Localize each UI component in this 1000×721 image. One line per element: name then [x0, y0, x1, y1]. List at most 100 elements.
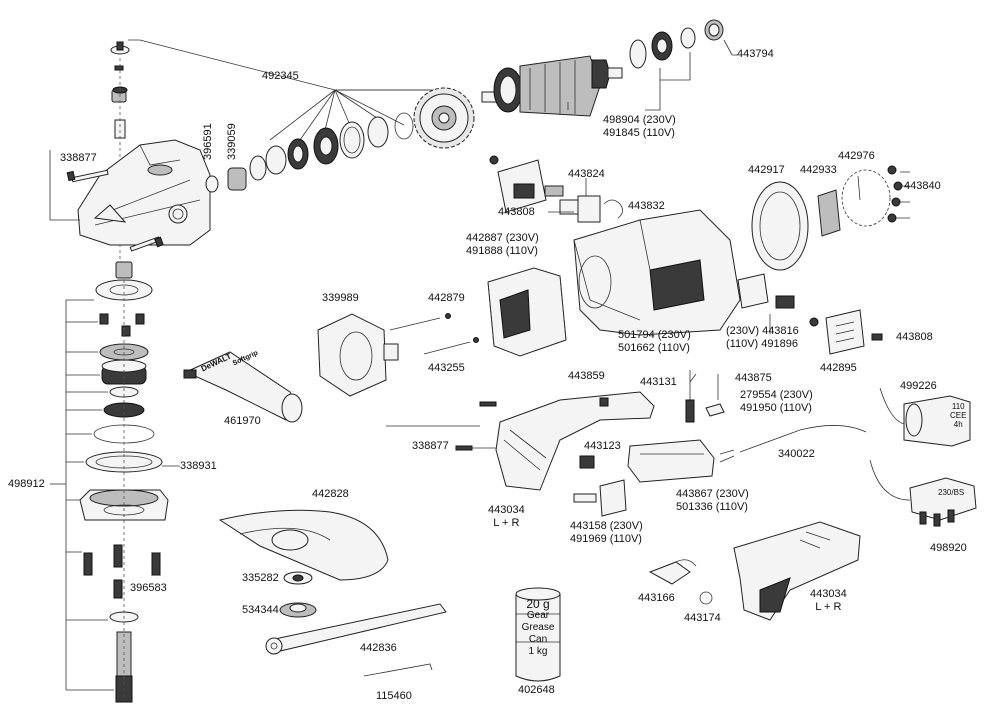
gear-housing: [77, 139, 211, 246]
brush-holder-443808: [489, 155, 623, 223]
grease-weight: 20 g: [526, 597, 550, 611]
label-491888-110v: 491888 (110V): [466, 245, 538, 257]
plug-110v-l2: CEE: [950, 411, 967, 420]
cable-340022: [719, 425, 867, 463]
cable-clamp-443166: [648, 559, 697, 585]
label-442836: 442836: [360, 642, 397, 654]
label-443875: 443875: [735, 372, 772, 384]
label-443034-mid: 443034 L + R: [488, 504, 525, 530]
label-338877-mid: 338877: [412, 440, 449, 452]
label-442828: 442828: [312, 488, 349, 500]
label-443824: 443824: [568, 168, 605, 180]
label-534344: 534344: [242, 604, 279, 616]
label-498920: 498920: [930, 542, 967, 554]
plug-110v-l3: 4h: [953, 420, 963, 429]
label-443034-mid-side: L + R: [493, 517, 520, 529]
bearing-row-top: [205, 112, 414, 193]
screw-338877-top: [66, 169, 109, 183]
label-498904: 498904 (230V) 491845 (110V): [603, 114, 676, 140]
brush-box-442895: [737, 273, 883, 355]
label-491950-110v: 491950 (110V): [740, 402, 812, 414]
label-443174: 443174: [684, 612, 721, 624]
label-443859: 443859: [568, 370, 605, 382]
label-402648: 402648: [518, 684, 555, 696]
label-498904-230v: 498904 (230V): [603, 114, 676, 126]
armature: [481, 19, 738, 117]
spanner-442836: [265, 603, 447, 655]
label-442887: 442887 (230V) 491888 (110V): [466, 232, 539, 258]
label-442933: 442933: [800, 164, 837, 176]
end-cover: [751, 165, 910, 271]
grease-can-402648: [515, 587, 561, 682]
ring-443174: [699, 591, 713, 605]
label-338877-top: 338877: [60, 152, 97, 164]
label-443794: 443794: [737, 48, 774, 60]
label-443158: 443158 (230V) 491969 (110V): [570, 520, 643, 546]
plug-uk: [869, 459, 977, 527]
long-screws: [389, 313, 479, 355]
label-443840: 443840: [904, 180, 941, 192]
flange-335282: [283, 571, 313, 585]
stator: [487, 267, 567, 357]
flange-534344: [279, 602, 317, 618]
label-443123: 443123: [584, 440, 621, 452]
baffle-339989: [317, 313, 399, 397]
grease-can-text: 20 g Gear Grease Can 1 kg: [516, 598, 560, 658]
screw-upper-right-left-column: [129, 236, 164, 252]
label-501794-230v: 501794 (230V): [618, 329, 691, 341]
handle-housing: [455, 391, 655, 491]
side-handle: [183, 351, 303, 423]
label-442879: 442879: [428, 292, 465, 304]
plug-110v: [879, 387, 971, 447]
label-501336-110v: 501336 (110V): [676, 501, 748, 513]
hex-key-115460: [363, 663, 433, 677]
label-491969-110v: 491969 (110V): [570, 533, 642, 545]
label-396583: 396583: [130, 582, 167, 594]
label-442887-230v: 442887 (230V): [466, 232, 539, 244]
label-340022: 340022: [778, 448, 815, 460]
label-501794: 501794 (230V) 501662 (110V): [618, 329, 691, 355]
label-461970: 461970: [224, 415, 261, 427]
leader-lines: [386, 175, 861, 427]
label-443867: 443867 (230V) 501336 (110V): [676, 488, 749, 514]
label-443808-top: 443808: [498, 206, 535, 218]
label-498912: 498912: [8, 478, 45, 490]
plug-110v-text: 110 CEE 4h: [950, 402, 966, 429]
grease-line3: Can: [528, 634, 548, 645]
label-443034-bottom: 443034 L + R: [810, 588, 847, 614]
label-442917: 442917: [748, 164, 785, 176]
label-443832: 443832: [628, 200, 665, 212]
label-443255: 443255: [428, 362, 465, 374]
bracket-498912: [50, 299, 180, 691]
label-443816-230v: (230V) 443816: [726, 325, 799, 337]
label-443867-230v: 443867 (230V): [676, 488, 749, 500]
label-501662-110v: 501662 (110V): [618, 342, 690, 354]
motor-housing: [573, 209, 741, 336]
label-442895: 442895: [820, 362, 857, 374]
label-396591: 396591: [202, 123, 214, 160]
label-279554: 279554 (230V) 491950 (110V): [740, 389, 813, 415]
label-442976: 442976: [838, 150, 875, 162]
label-499226: 499226: [900, 380, 937, 392]
label-443816: (230V) 443816 (110V) 491896: [726, 325, 799, 351]
bracket-492345: [49, 39, 436, 221]
grease-line2: Grease: [521, 622, 555, 633]
label-443158-230v: 443158 (230V): [570, 520, 643, 532]
rear-handle-443034: [733, 521, 861, 621]
label-339059: 339059: [226, 123, 238, 160]
plug-110v-l1: 110: [951, 402, 965, 411]
label-339989: 339989: [322, 292, 359, 304]
label-443034-bottom-number: 443034: [810, 588, 847, 600]
label-443808-right: 443808: [896, 331, 933, 343]
label-335282: 335282: [242, 572, 279, 584]
crown-gear: [413, 87, 475, 149]
label-443034-mid-number: 443034: [488, 504, 525, 516]
label-443131: 443131: [640, 376, 677, 388]
label-491896-110v: (110V) 491896: [726, 338, 798, 350]
label-491845-110v: 491845 (110V): [603, 127, 675, 139]
grease-line4: 1 kg: [528, 646, 548, 657]
wheel-guard-442828: [218, 509, 389, 581]
spindle-stack: [79, 261, 169, 703]
